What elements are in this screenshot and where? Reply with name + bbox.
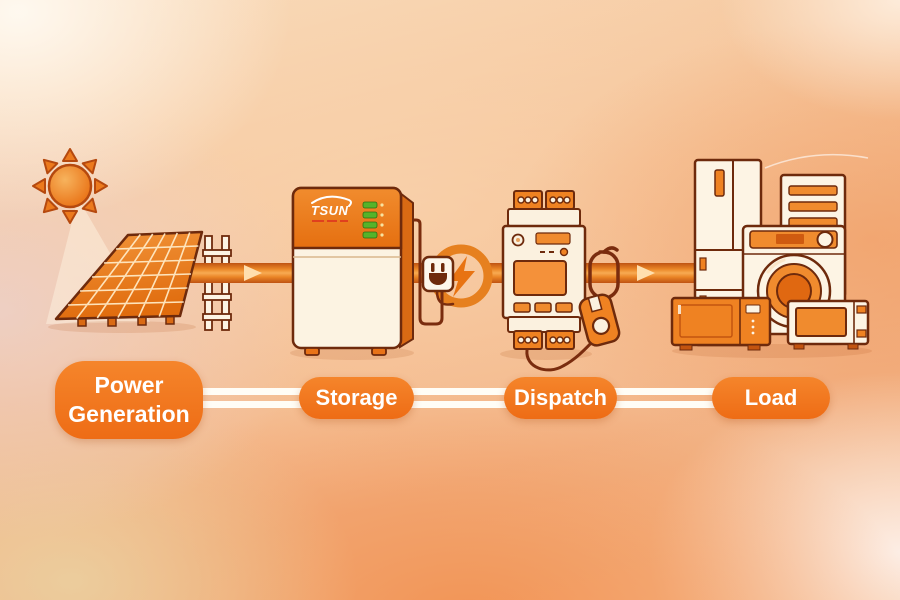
ct-clamp-icon	[578, 293, 621, 347]
microwave-icon	[670, 296, 772, 351]
meter-buttons	[513, 302, 573, 313]
solar-panel-icon	[54, 230, 204, 327]
stage-pill-storage: Storage	[299, 377, 414, 419]
stage-label-storage: Storage	[315, 385, 398, 410]
led-indicator-icon	[362, 201, 384, 239]
stage-connector-line-bottom	[128, 401, 772, 408]
stage-label-power-generation: Power Generation	[68, 371, 190, 427]
flow-arrow-icon	[244, 265, 262, 281]
power-plug-icon	[421, 255, 455, 306]
flow-arrow-icon	[637, 265, 655, 281]
stage-connector-line-top	[128, 388, 772, 395]
home-appliances-icon	[670, 153, 870, 351]
tsun-logo: TSUN	[311, 195, 352, 222]
energy-meter-icon	[501, 190, 598, 372]
stage-label-dispatch: Dispatch	[514, 385, 607, 410]
meter-display	[513, 260, 567, 296]
oven-icon	[786, 299, 870, 350]
stage-pill-dispatch: Dispatch	[504, 377, 617, 419]
ground-shadows	[48, 321, 872, 360]
battery-storage-icon: TSUN	[291, 186, 444, 356]
battery-wire	[402, 218, 444, 326]
stage-pill-power-generation: Power Generation	[55, 361, 203, 439]
tsun-logo-text: TSUN	[311, 203, 349, 218]
panel-grid-lines	[67, 232, 199, 319]
logo-tagline-marks	[312, 220, 348, 222]
meter-ct-wire	[525, 336, 598, 372]
stage-pill-load: Load	[712, 377, 830, 419]
lightning-bolt-icon	[449, 256, 475, 297]
decorative-swoosh	[764, 153, 869, 169]
sun-icon	[32, 148, 108, 224]
stage-label-load: Load	[744, 385, 798, 410]
